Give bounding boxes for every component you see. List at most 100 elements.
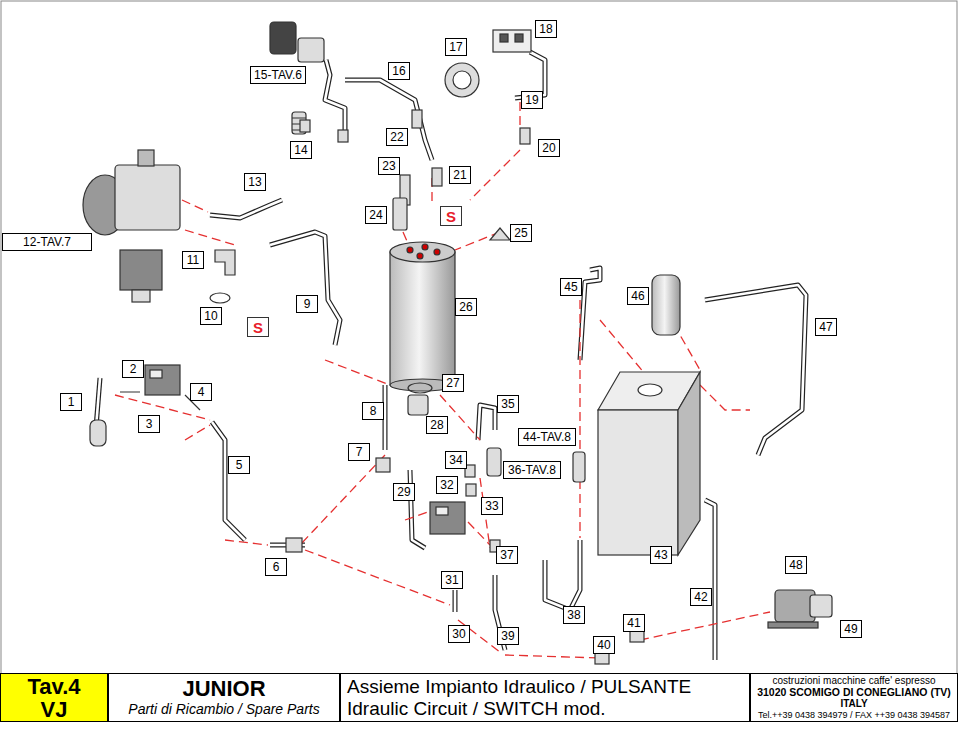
label-text: 26 xyxy=(459,300,472,314)
label-text: Parti di Ricambio / Spare Parts xyxy=(128,701,319,718)
assembly-title-cell: Assieme Impianto Idraulico / PULSANTEIdr… xyxy=(340,673,750,722)
callout-number: 29 xyxy=(393,483,415,501)
label-text: 35 xyxy=(501,397,514,411)
callout-number: 18 xyxy=(535,20,557,38)
label-text: 41 xyxy=(627,616,640,630)
label-text: VJ xyxy=(41,698,68,721)
label-text: 43 xyxy=(654,548,667,562)
label-text: 37 xyxy=(500,548,513,562)
label-text: 9 xyxy=(304,297,311,311)
label-text: Idraulic Circuit / SWITCH mod. xyxy=(347,698,606,720)
label-text: 4 xyxy=(198,385,205,399)
callout-number: 48 xyxy=(785,556,807,574)
callout-number: 27 xyxy=(442,374,464,392)
label-text: 49 xyxy=(844,622,857,636)
model-cell: JUNIORParti di Ricambio / Spare Parts xyxy=(108,673,340,722)
label-text: Tel.++39 0438 394979 / FAX ++39 0438 394… xyxy=(758,710,950,720)
label-text: 3 xyxy=(146,417,153,431)
label-text: ITALY xyxy=(840,698,867,709)
callout-number: 39 xyxy=(497,627,519,645)
label-text: 14 xyxy=(294,143,307,157)
callout-number: 4 xyxy=(190,383,212,401)
callout-number: 10 xyxy=(200,307,222,325)
callout-number: 22 xyxy=(386,128,408,146)
label-text: Assieme Impianto Idraulico / PULSANTE xyxy=(347,676,691,698)
label-text: S xyxy=(446,208,456,225)
label-text: 18 xyxy=(539,22,552,36)
label-text: Tav.4 xyxy=(28,675,81,698)
callout-number: 24 xyxy=(365,206,387,224)
label-text: 15-TAV.6 xyxy=(254,68,302,82)
label-text: 25 xyxy=(514,226,527,240)
callout-number: 17 xyxy=(445,38,467,56)
callout-number: 32 xyxy=(436,476,458,494)
label-text: 7 xyxy=(356,445,363,459)
label-text: 13 xyxy=(248,175,261,189)
callout-number: 33 xyxy=(481,497,503,515)
spare-set-flag: S xyxy=(247,317,269,337)
label-text: 5 xyxy=(236,458,243,472)
callout-number: 46 xyxy=(627,287,649,305)
callout-number: 11 xyxy=(182,251,204,269)
label-text: 39 xyxy=(501,629,514,643)
callout-number: 3 xyxy=(138,415,160,433)
callout-number: 6 xyxy=(265,558,287,576)
label-text: 33 xyxy=(485,499,498,513)
label-text: 16 xyxy=(392,64,405,78)
callout-number: 30 xyxy=(448,625,470,643)
table-reference: 15-TAV.6 xyxy=(250,66,306,84)
table-reference: 44-TAV.8 xyxy=(518,428,576,446)
label-text: 6 xyxy=(273,560,280,574)
label-text: 20 xyxy=(542,141,555,155)
label-text: costruzioni macchine caffe' espresso xyxy=(773,675,936,686)
table-number-cell: Tav.4VJ xyxy=(0,673,108,722)
callout-number: 40 xyxy=(593,636,615,654)
maker-cell: costruzioni macchine caffe' espresso3102… xyxy=(750,673,958,722)
label-text: 32 xyxy=(440,478,453,492)
label-text: 30 xyxy=(452,627,465,641)
label-text: 12-TAV.7 xyxy=(23,235,71,249)
label-text: 34 xyxy=(449,453,462,467)
callout-number: 1 xyxy=(60,393,82,411)
callout-number: 23 xyxy=(378,157,400,175)
label-text: 36-TAV.8 xyxy=(508,463,556,477)
callout-number: 38 xyxy=(563,606,585,624)
callout-number: 47 xyxy=(815,318,837,336)
label-text: 45 xyxy=(564,280,577,294)
label-text: 17 xyxy=(449,40,462,54)
callout-number: 31 xyxy=(441,571,463,589)
label-text: 46 xyxy=(631,289,644,303)
label-text: 2 xyxy=(130,362,137,376)
label-text: 1 xyxy=(68,395,75,409)
callout-number: 49 xyxy=(840,620,862,638)
callout-number: 21 xyxy=(449,166,471,184)
label-text: 10 xyxy=(204,309,217,323)
label-text: 42 xyxy=(694,590,707,604)
callout-number: 9 xyxy=(296,295,318,313)
callout-number: 45 xyxy=(560,278,582,296)
spare-set-flag: S xyxy=(440,206,462,226)
callout-number: 7 xyxy=(348,443,370,461)
callout-number: 5 xyxy=(228,456,250,474)
label-text: 8 xyxy=(370,404,377,418)
callout-number: 42 xyxy=(690,588,712,606)
label-text: 21 xyxy=(453,168,466,182)
callout-number: 25 xyxy=(510,224,532,242)
callout-number: 43 xyxy=(650,546,672,564)
label-text: 22 xyxy=(390,130,403,144)
label-text: 31 xyxy=(445,573,458,587)
callout-number: 26 xyxy=(455,298,477,316)
label-text: S xyxy=(253,319,263,336)
table-reference: 36-TAV.8 xyxy=(503,461,561,479)
callout-number: 14 xyxy=(290,141,312,159)
table-reference: 12-TAV.7 xyxy=(2,233,92,251)
callout-number: 35 xyxy=(497,395,519,413)
label-text: JUNIOR xyxy=(182,677,265,701)
label-text: 38 xyxy=(567,608,580,622)
label-text: 48 xyxy=(789,558,802,572)
label-text: 23 xyxy=(382,159,395,173)
label-text: 24 xyxy=(369,208,382,222)
label-text: 11 xyxy=(187,253,199,267)
